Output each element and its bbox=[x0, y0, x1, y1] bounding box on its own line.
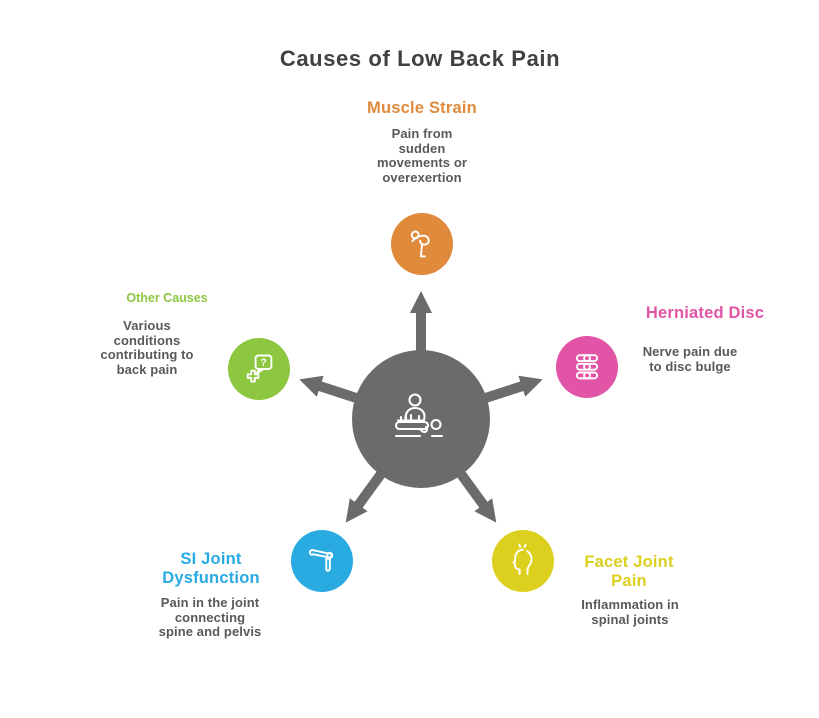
cause-circle-herniated-disc bbox=[556, 336, 618, 398]
massage-therapy-icon bbox=[394, 393, 444, 438]
cause-description-si-joint-dysfunction: Pain in the joint connecting spine and p… bbox=[158, 595, 262, 639]
bone-joint-icon bbox=[308, 549, 334, 572]
cause-label-muscle-strain: Muscle Strain bbox=[367, 99, 477, 117]
cause-circle-facet-joint-pain bbox=[492, 530, 554, 592]
bending-person-icon bbox=[410, 230, 430, 258]
cause-label-si-joint-dysfunction: SI Joint Dysfunction bbox=[162, 550, 260, 587]
cause-circle-muscle-strain bbox=[391, 213, 453, 275]
cause-label-facet-joint-pain: Facet Joint Pain bbox=[584, 553, 674, 590]
cause-label-other-causes: Other Causes bbox=[126, 291, 208, 305]
cause-description-herniated-disc: Nerve pain due to disc bulge bbox=[642, 344, 738, 374]
page-title: Causes of Low Back Pain bbox=[279, 46, 561, 71]
cause-description-muscle-strain: Pain from sudden movements or overexerti… bbox=[376, 126, 468, 185]
cause-circle-other-causes: ? bbox=[228, 338, 290, 400]
head-pain-icon bbox=[512, 543, 533, 575]
cause-label-herniated-disc: Herniated Disc bbox=[645, 304, 765, 322]
cause-circle-si-joint-dysfunction bbox=[291, 530, 353, 592]
spinal-discs-icon bbox=[575, 354, 599, 380]
cause-description-other-causes: Various conditions contributing to back … bbox=[100, 318, 194, 377]
question-bubble-cross-icon: ? bbox=[246, 354, 273, 383]
svg-text:?: ? bbox=[260, 357, 267, 369]
cause-description-facet-joint-pain: Inflammation in spinal joints bbox=[581, 597, 679, 627]
hub-diagram bbox=[299, 291, 543, 523]
hub-circle bbox=[352, 350, 490, 488]
